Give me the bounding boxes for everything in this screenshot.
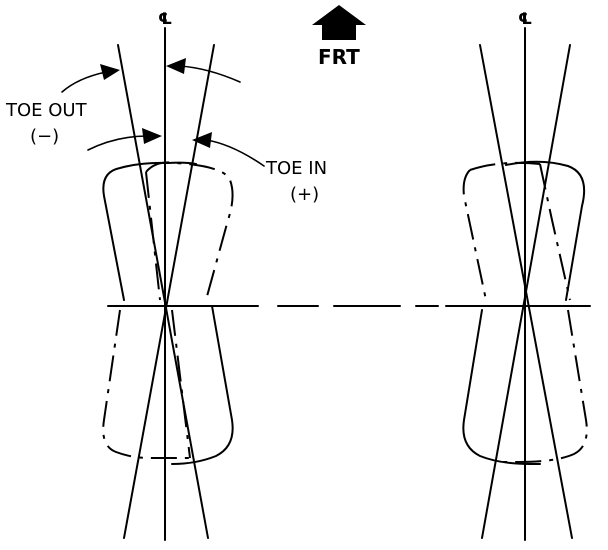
left-cl-label: ℄ <box>158 9 172 28</box>
right-toe-line-b <box>481 44 571 539</box>
right-cl-label: ℄ <box>518 9 532 28</box>
toe-in-arrowhead-right-icon <box>192 132 212 148</box>
right-cl-symbol: ℄ <box>518 9 532 28</box>
left-tire-dashed-outline <box>102 161 234 459</box>
toe-in-sign: (+) <box>290 184 319 205</box>
toe-out-annotation: TOE OUT (−) <box>5 58 241 147</box>
toe-in-annotation: TOE IN (+) <box>87 128 327 205</box>
front-arrow: FRT <box>312 5 366 69</box>
left-toe-out-line <box>117 44 209 539</box>
toe-out-leader-upper <box>61 71 107 93</box>
toe-in-leader-right <box>205 139 265 167</box>
left-cl-symbol: ℄ <box>158 9 172 28</box>
right-tire-dashed-outline <box>462 169 588 463</box>
left-tire-dashed-inner <box>145 171 191 459</box>
front-label: FRT <box>318 45 360 69</box>
right-tire-solid-outline <box>462 160 586 465</box>
left-tire-solid-outline <box>102 161 234 465</box>
toe-in-arrowhead-left-icon <box>142 128 162 144</box>
toe-out-label: TOE OUT <box>5 100 88 121</box>
toe-in-label: TOE IN <box>265 158 327 179</box>
right-wheel-assembly <box>462 27 588 541</box>
front-arrow-icon <box>312 5 366 40</box>
left-wheel-assembly <box>102 27 234 541</box>
right-tire-dashed-inner <box>469 161 571 301</box>
toe-out-arrowhead-upper-icon <box>100 64 120 80</box>
toe-out-sign: (−) <box>30 126 59 147</box>
left-toe-in-line <box>123 44 215 539</box>
toe-out-arrowhead-right-icon <box>166 58 186 74</box>
toe-in-leader-left <box>87 135 149 151</box>
